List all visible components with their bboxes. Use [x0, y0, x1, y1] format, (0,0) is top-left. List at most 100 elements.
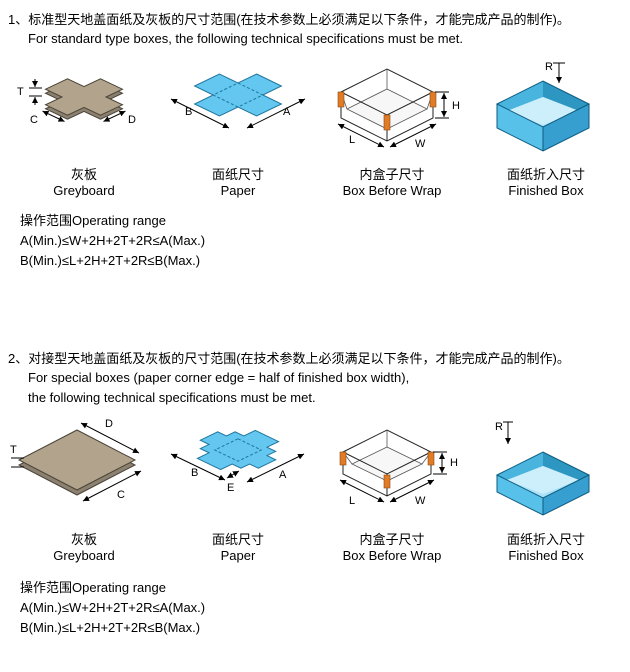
dim-label-b: B [191, 467, 198, 479]
diagram-caption-cn: 面纸尺寸 [211, 167, 264, 182]
dim-label-h: H [450, 457, 458, 469]
inner-wall-right [543, 452, 589, 480]
diagram-caption-en: Paper [220, 183, 256, 198]
dimension-annotations [337, 91, 449, 148]
diagram-box-before-wrap: L W H 内盒子尺寸 Box Before Wrap [316, 55, 468, 198]
inner-wall-left [497, 452, 543, 480]
outer-wall-right [543, 104, 589, 151]
dimension-annotations [29, 79, 126, 122]
dim-label-d: D [128, 114, 136, 126]
diagram-caption-cn: 面纸折入尺寸 [506, 167, 585, 182]
diagram-caption: 内盒子尺寸 Box Before Wrap [316, 167, 468, 198]
section-special-boxes: 2、对接型天地盖面纸及灰板的尺寸范围(在技术参数上必须满足以下条件，才能完成产品… [8, 349, 622, 638]
corner-tab [383, 114, 391, 131]
dimension-annotations [11, 422, 142, 502]
diagram-caption-cn: 面纸尺寸 [211, 532, 264, 547]
diagram-caption-cn: 灰板 [70, 167, 97, 182]
dim-label-r: R [545, 61, 553, 73]
diagram-caption-cn: 内盒子尺寸 [359, 167, 425, 182]
formula-a: A(Min.)≤W+2H+2T+2R≤A(Max.) [20, 600, 206, 615]
outer-wall-left [497, 475, 543, 515]
dimension-annotations [339, 451, 447, 503]
diagram-caption-cn: 内盒子尺寸 [359, 532, 425, 547]
dimension-annotations [170, 98, 306, 129]
dim-label-c: C [117, 489, 125, 501]
box-before-wrap-drawing: L W H [337, 68, 460, 150]
diagram-caption-cn: 灰板 [70, 532, 97, 547]
dim-label-w: W [415, 495, 426, 507]
dim-label-l: L [349, 134, 355, 146]
inner-wall-left [497, 81, 543, 111]
diagram-caption-cn: 面纸折入尺寸 [506, 532, 585, 547]
section-subtitle-line: the following technical specifications m… [28, 390, 316, 405]
operating-range-block: 操作范围Operating range A(Min.)≤W+2H+2T+2R≤A… [20, 577, 622, 638]
diagram-caption-en: Box Before Wrap [342, 183, 442, 198]
diagram-caption: 内盒子尺寸 Box Before Wrap [316, 532, 468, 563]
greyboard-drawing: T C D [17, 78, 136, 126]
diagram-finished-box: R 面纸折入尺寸 Finished Box [470, 414, 622, 563]
corner-tab [429, 91, 437, 108]
paper-shape [196, 429, 280, 471]
diagram-paper: B E A 面纸尺寸 Paper [162, 414, 314, 563]
diagram-box-before-wrap: L W H 内盒子尺寸 Box Before Wrap [316, 414, 468, 563]
diagram-row: D C T 灰板 Greyboard [8, 414, 622, 563]
diagram-row: T C D 灰板 Greyboard B [8, 55, 622, 198]
diagram-finished-box: R 面纸折入尺寸 Finished Box [470, 55, 622, 198]
dim-label-t: T [17, 86, 24, 98]
diagram-caption-en: Greyboard [53, 183, 115, 198]
corner-tab [337, 91, 345, 108]
dim-label-h: H [452, 100, 460, 112]
box-floor [507, 466, 579, 494]
diagram-caption: 面纸尺寸 Paper [162, 167, 314, 198]
paper-shape [193, 73, 283, 117]
greyboard-shape [44, 78, 124, 116]
paper-drawing: B E A [170, 429, 305, 494]
diagram-caption: 面纸尺寸 Paper [162, 532, 314, 563]
diagram-caption-en: Box Before Wrap [342, 548, 442, 563]
formula-a: A(Min.)≤W+2H+2T+2R≤A(Max.) [20, 233, 206, 248]
dim-label-w: W [415, 138, 426, 150]
dim-label-e: E [227, 482, 234, 494]
outer-wall-left [497, 104, 543, 151]
formula-b: B(Min.)≤L+2H+2T+2R≤B(Max.) [20, 253, 201, 268]
diagram-caption-en: Greyboard [53, 548, 115, 563]
corner-tab [427, 451, 435, 466]
diagram-caption-en: Finished Box [508, 548, 584, 563]
paper-drawing: B A [170, 73, 306, 129]
greyboard-drawing: D C T [10, 418, 142, 502]
dim-label-a: A [283, 106, 291, 118]
dim-label-r: R [495, 421, 503, 433]
dim-label-c: C [30, 114, 38, 126]
dimension-annotations [553, 62, 565, 83]
section-standard-boxes: 1、标准型天地盖面纸及灰板的尺寸范围(在技术参数上必须满足以下条件，才能完成产品… [8, 10, 622, 271]
outer-wall-right [543, 475, 589, 515]
diagram-greyboard: T C D 灰板 Greyboard [8, 55, 160, 198]
box-before-wrap-drawing: L W H [339, 429, 458, 507]
fold-lines [213, 438, 263, 462]
formula-b: B(Min.)≤L+2H+2T+2R≤B(Max.) [20, 620, 201, 635]
spec-sheet-page: 1、标准型天地盖面纸及灰板的尺寸范围(在技术参数上必须满足以下条件，才能完成产品… [8, 10, 622, 638]
dimension-annotations [170, 453, 305, 483]
operating-range-title: 操作范围Operating range [20, 213, 166, 228]
diagram-paper: B A 面纸尺寸 Paper [162, 55, 314, 198]
operating-range-title: 操作范围Operating range [20, 580, 166, 595]
operating-range-block: 操作范围Operating range A(Min.)≤W+2H+2T+2R≤A… [20, 210, 622, 271]
section-title: 2、对接型天地盖面纸及灰板的尺寸范围(在技术参数上必须满足以下条件，才能完成产品… [8, 351, 570, 366]
section-subtitle-line: For standard type boxes, the following t… [28, 31, 463, 46]
diagram-caption-en: Paper [220, 548, 256, 563]
dimension-annotations [503, 421, 513, 444]
inner-wall-right [543, 81, 589, 111]
greyboard-shape [17, 429, 137, 491]
dim-label-l: L [349, 495, 355, 507]
dim-label-a: A [279, 469, 287, 481]
diagram-caption-en: Finished Box [508, 183, 584, 198]
corner-tab [339, 451, 347, 466]
dim-label-d: D [105, 418, 113, 430]
corner-tab [383, 474, 391, 489]
section-title: 1、标准型天地盖面纸及灰板的尺寸范围(在技术参数上必须满足以下条件，才能完成产品… [8, 12, 570, 27]
fold-lines [212, 82, 264, 108]
diagram-caption: 灰板 Greyboard [8, 532, 160, 563]
diagram-caption: 面纸折入尺寸 Finished Box [470, 532, 622, 563]
dim-label-b: B [185, 106, 192, 118]
finished-box-drawing: R [495, 61, 591, 152]
